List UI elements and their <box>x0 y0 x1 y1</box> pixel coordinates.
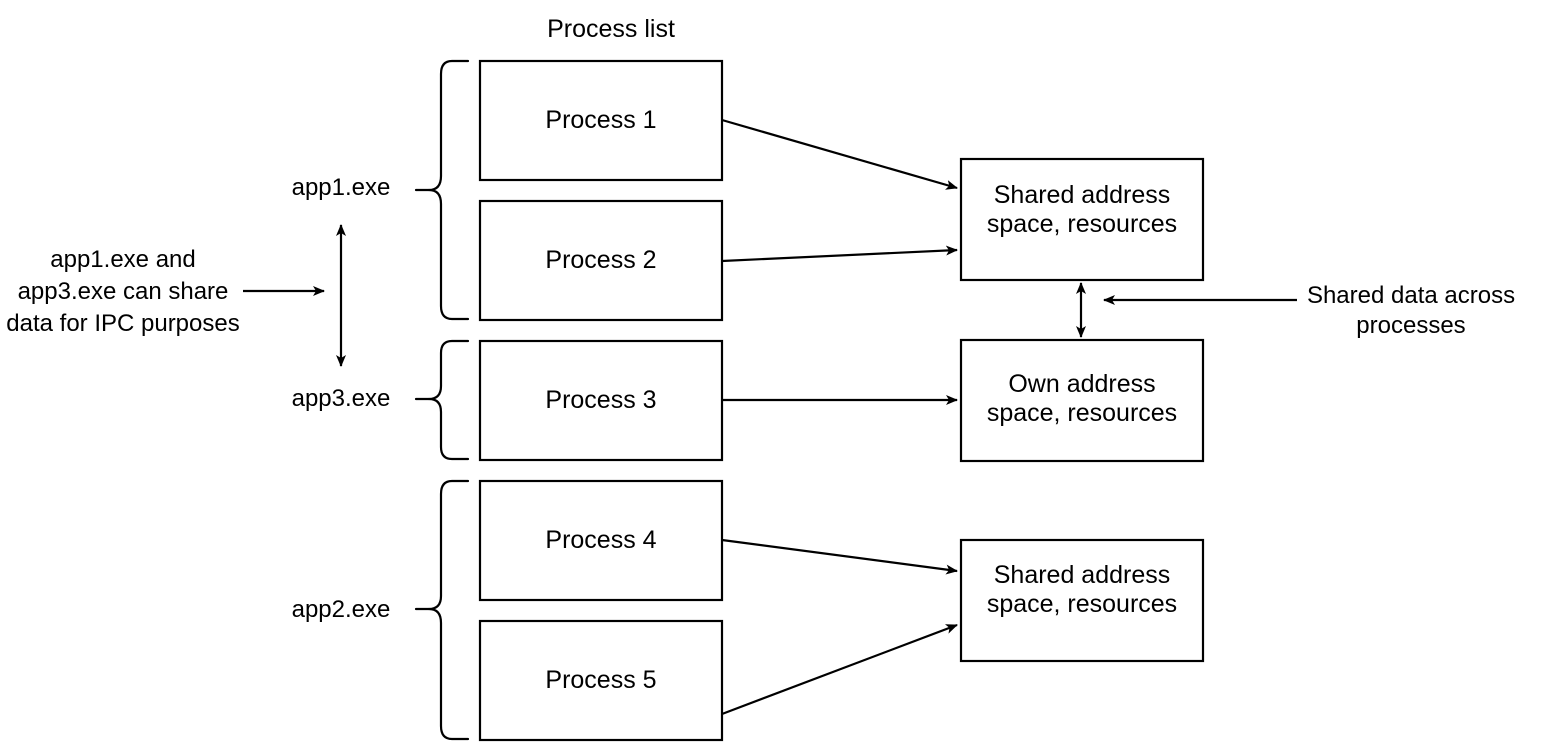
process-box-5[interactable]: Process 5 <box>478 619 724 742</box>
process-box-label: Process 4 <box>545 526 656 554</box>
ipc-note-line1: app1.exe and <box>50 246 195 273</box>
memory-box-shared-bottom[interactable]: Shared address space, resources <box>959 538 1205 663</box>
brace-app3 <box>414 339 470 461</box>
shared-data-note-line2: processes <box>1356 312 1465 339</box>
app-label-app2: app2.exe <box>292 596 391 623</box>
arrow-process1-to-shared <box>721 118 958 190</box>
process-box-3[interactable]: Process 3 <box>478 339 724 462</box>
memory-box-own[interactable]: Own address space, resources <box>959 338 1205 463</box>
app-label-app3: app3.exe <box>292 385 391 412</box>
memory-box-line1: Shared address <box>994 561 1171 589</box>
process-box-2[interactable]: Process 2 <box>478 199 724 322</box>
shared-data-note-line1: Shared data across <box>1307 282 1515 309</box>
process-box-label: Process 1 <box>545 106 656 134</box>
shared-data-note: Shared data across processes <box>1307 282 1515 339</box>
app-label-app1: app1.exe <box>292 174 391 201</box>
memory-box-shared-top[interactable]: Shared address space, resources <box>959 157 1205 282</box>
ipc-note: app1.exe and app3.exe can share data for… <box>6 246 239 337</box>
memory-box-line1: Shared address <box>994 181 1171 209</box>
arrow-process4-to-shared <box>721 538 958 575</box>
ipc-note-line2: app3.exe can share <box>18 278 229 305</box>
memory-box-line2: space, resources <box>987 590 1177 618</box>
arrow-process2-to-shared <box>721 245 958 263</box>
process-box-1[interactable]: Process 1 <box>478 59 724 182</box>
process-box-label: Process 3 <box>545 386 656 414</box>
memory-box-line2: space, resources <box>987 210 1177 238</box>
memory-box-line2: space, resources <box>987 399 1177 427</box>
process-box-label: Process 2 <box>545 246 656 274</box>
process-list-title: Process list <box>547 15 675 43</box>
ipc-note-line3: data for IPC purposes <box>6 310 239 337</box>
process-box-label: Process 5 <box>545 666 656 694</box>
brace-app1 <box>414 59 470 321</box>
process-box-4[interactable]: Process 4 <box>478 479 724 602</box>
arrow-process5-to-shared <box>721 623 958 716</box>
brace-app2 <box>414 479 470 741</box>
memory-box-line1: Own address <box>1008 370 1155 398</box>
